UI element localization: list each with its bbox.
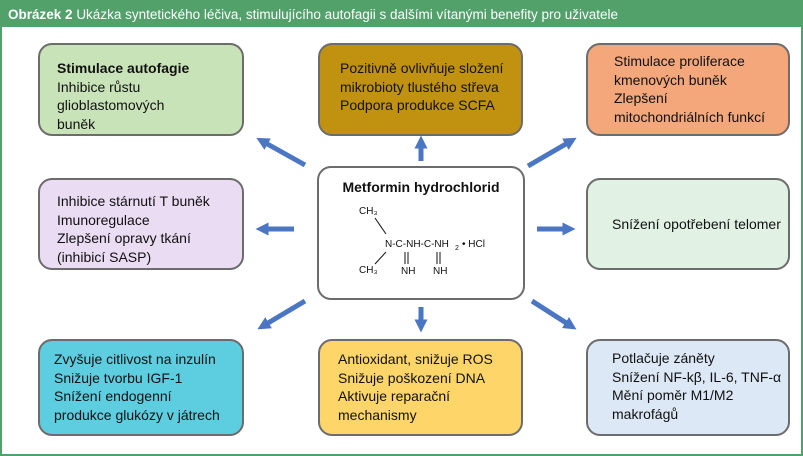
center-compound-box: Metformin hydrochlorid CH₃ CH₃ N-C-NH-C-… <box>317 166 525 300</box>
box-bottom-right-line-4: makrofágů <box>612 405 679 422</box>
box-top-right: Stimulace proliferace kmenových buněk Zl… <box>586 43 790 136</box>
methyl-bottom-label: CH₃ <box>359 265 378 276</box>
box-top-right-line-2: kmenových buněk <box>614 71 727 88</box>
box-top-left-line-1: Stimulace autofagie <box>57 60 190 76</box>
box-bottom-left-line-3: Snížení endogenní <box>54 388 172 404</box>
box-top-center: Pozitivně ovlivňuje složení mikrobioty t… <box>318 43 523 136</box>
box-bottom-left: Zvyšuje citlivost na inzulín Snižuje tvo… <box>38 339 244 436</box>
box-bottom-center-line-2: Snižuje poškození DNA <box>338 369 486 386</box>
box-bottom-center-line-4: mechanismy <box>338 406 417 423</box>
figure-caption: Ukázka syntetického léčiva, stimulujícíh… <box>76 7 619 22</box>
box-bottom-right-line-3: Mění poměr M1/M2 <box>612 387 734 403</box>
amine-subscript: 2 <box>455 245 459 252</box>
figure-caption-bar: Obrázek 2 Ukázka syntetického léčiva, st… <box>2 2 801 27</box>
arrow-to-top-left <box>256 137 307 168</box>
box-bottom-right-line-1: Potlačuje záněty <box>612 350 715 366</box>
box-bottom-left-line-1: Zvyšuje citlivost na inzulín <box>54 351 216 367</box>
box-top-right-line-3: Zlepšení <box>614 90 668 106</box>
main-chain-label: N-C-NH-C-NH <box>385 239 449 250</box>
box-bottom-center-line-1: Antioxidant, snižuje ROS <box>338 351 493 367</box>
box-middle-left-line-1: Inhibice stárnutí T buněk <box>57 193 210 209</box>
box-top-right-line-4: mitochondriálních funkcí <box>614 108 765 125</box>
box-bottom-left-line-2: Snižuje tvorbu IGF-1 <box>54 369 183 386</box>
box-bottom-right: Potlačuje záněty Snížení NF-kβ, IL-6, TN… <box>586 339 790 436</box>
box-top-center-line-3: Podpora produkce SCFA <box>340 97 495 113</box>
imine-right-label: NH <box>433 266 447 277</box>
box-middle-left-line-3: Zlepšení opravy tkání <box>57 230 191 246</box>
arrow-to-bottom-left <box>257 298 307 330</box>
box-middle-left: Inhibice stárnutí T buněk Imunoregulace … <box>38 178 244 270</box>
box-middle-left-line-2: Imunoregulace <box>57 211 150 228</box>
box-bottom-center-line-3: Aktivuje reparační <box>338 388 451 404</box>
imine-left-label: NH <box>401 266 415 277</box>
arrow-to-bottom-right <box>530 298 577 330</box>
box-top-center-line-2: mikrobioty tlustého střeva <box>340 78 499 95</box>
box-top-center-line-1: Pozitivně ovlivňuje složení <box>340 60 504 76</box>
box-middle-right-line-1: Snížení opotřebení telomer <box>612 215 781 232</box>
bond-methyl-top <box>374 217 387 235</box>
box-bottom-right-line-2: Snížení NF-kβ, IL-6, TNF-α <box>612 368 782 385</box>
box-middle-left-line-4: (inhibicí SASP) <box>57 248 152 265</box>
arrow-to-top-right <box>526 137 577 169</box>
box-top-left-line-3: glioblastomových <box>57 97 165 113</box>
methyl-top-label: CH₃ <box>359 206 378 217</box>
box-top-left: Stimulace autofagie Inhibice růstu gliob… <box>38 43 244 136</box>
compound-name: Metformin hydrochlorid <box>342 179 500 195</box>
bond-methyl-bottom <box>374 251 387 265</box>
box-bottom-left-line-4: produkce glukózy v játrech <box>54 406 220 423</box>
figure-label: Obrázek 2 <box>8 7 73 22</box>
metformin-structure: CH₃ CH₃ N-C-NH-C-NH 2 • HCl NH NH <box>359 206 485 277</box>
box-top-left-line-2: Inhibice růstu <box>57 78 141 95</box>
salt-label: • HCl <box>462 239 485 250</box>
box-bottom-center: Antioxidant, snižuje ROS Snižuje poškoze… <box>318 339 523 436</box>
box-middle-right: Snížení opotřebení telomer <box>586 178 790 270</box>
box-top-left-line-4: buněk <box>57 115 96 132</box>
box-top-right-line-1: Stimulace proliferace <box>614 53 745 69</box>
